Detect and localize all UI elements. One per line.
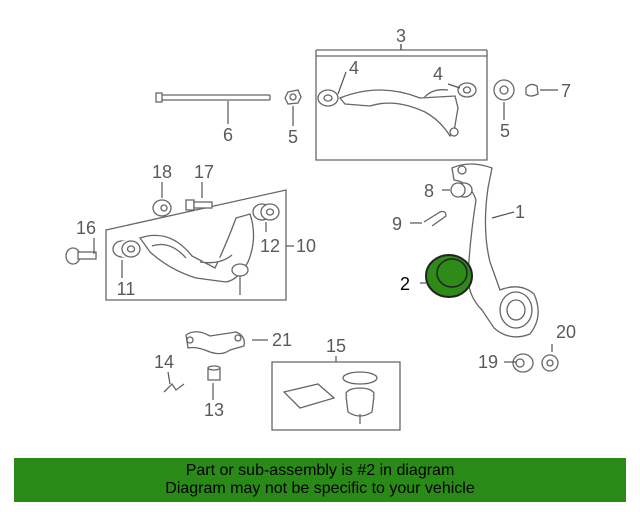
- part-12-bushing: [252, 203, 280, 221]
- part-2-dust-shield: [425, 254, 473, 298]
- callout-4-right: 4: [433, 64, 443, 84]
- callout-18: 18: [152, 162, 172, 182]
- callout-7: 7: [561, 81, 571, 101]
- callout-5-left: 5: [288, 127, 298, 147]
- upper-control-arm: [338, 89, 459, 138]
- part-20-nut: [541, 354, 559, 372]
- callout-17: 17: [194, 162, 214, 182]
- part-8-bushing: [450, 182, 473, 198]
- callout-2: 2: [400, 274, 410, 294]
- part-16-bolt: [65, 247, 97, 265]
- callout-19: 19: [478, 352, 498, 372]
- part-14-clip: [163, 382, 185, 393]
- banner-line-1: Part or sub-assembly is #2 in diagram: [185, 462, 455, 479]
- part-6-long-bolt: [155, 92, 271, 103]
- callout-15: 15: [326, 336, 346, 356]
- part-17-bolt: [185, 199, 213, 211]
- callout-12: 12: [260, 236, 280, 256]
- group-15-box: [271, 356, 401, 431]
- callout-5-right: 5: [500, 121, 510, 141]
- part-5-nut-left: [284, 89, 302, 105]
- part-5-nut-right: [493, 79, 515, 101]
- part-7-cap: [525, 83, 539, 97]
- part-4-bushing-right: [457, 82, 477, 98]
- callout-16: 16: [76, 218, 96, 238]
- part-19-cap: [512, 353, 534, 373]
- part-1-knuckle: [451, 163, 539, 338]
- banner-line-2: Diagram may not be specific to your vehi…: [165, 480, 475, 497]
- group-10-box: [105, 189, 287, 301]
- callout-10: 10: [296, 236, 316, 256]
- callout-21: 21: [272, 330, 292, 350]
- callout-14: 14: [154, 352, 174, 372]
- leader-lines: [93, 44, 558, 400]
- info-banner: Part or sub-assembly is #2 in diagram Di…: [14, 458, 626, 502]
- parts-diagram: 3 4 4 5 5 7 6 8 9 1 2 18 17 16 11 12 10 …: [65, 26, 576, 431]
- part-11-bushing: [112, 240, 141, 258]
- callout-13: 13: [204, 400, 224, 420]
- callout-6: 6: [223, 125, 233, 145]
- callout-11: 11: [117, 279, 136, 299]
- lower-control-arm: [138, 213, 255, 295]
- callout-3: 3: [396, 26, 406, 46]
- callout-4-left: 4: [349, 58, 359, 78]
- callout-20: 20: [556, 322, 576, 342]
- part-21-bracket: [185, 331, 245, 355]
- part-18-washer: [152, 199, 172, 217]
- part-4-bushing-left: [317, 89, 339, 107]
- callout-1: 1: [515, 202, 525, 222]
- callout-9: 9: [392, 214, 402, 234]
- part-13-nut: [207, 365, 221, 381]
- part-9-cotter-pin: [423, 210, 447, 227]
- callout-8: 8: [424, 181, 434, 201]
